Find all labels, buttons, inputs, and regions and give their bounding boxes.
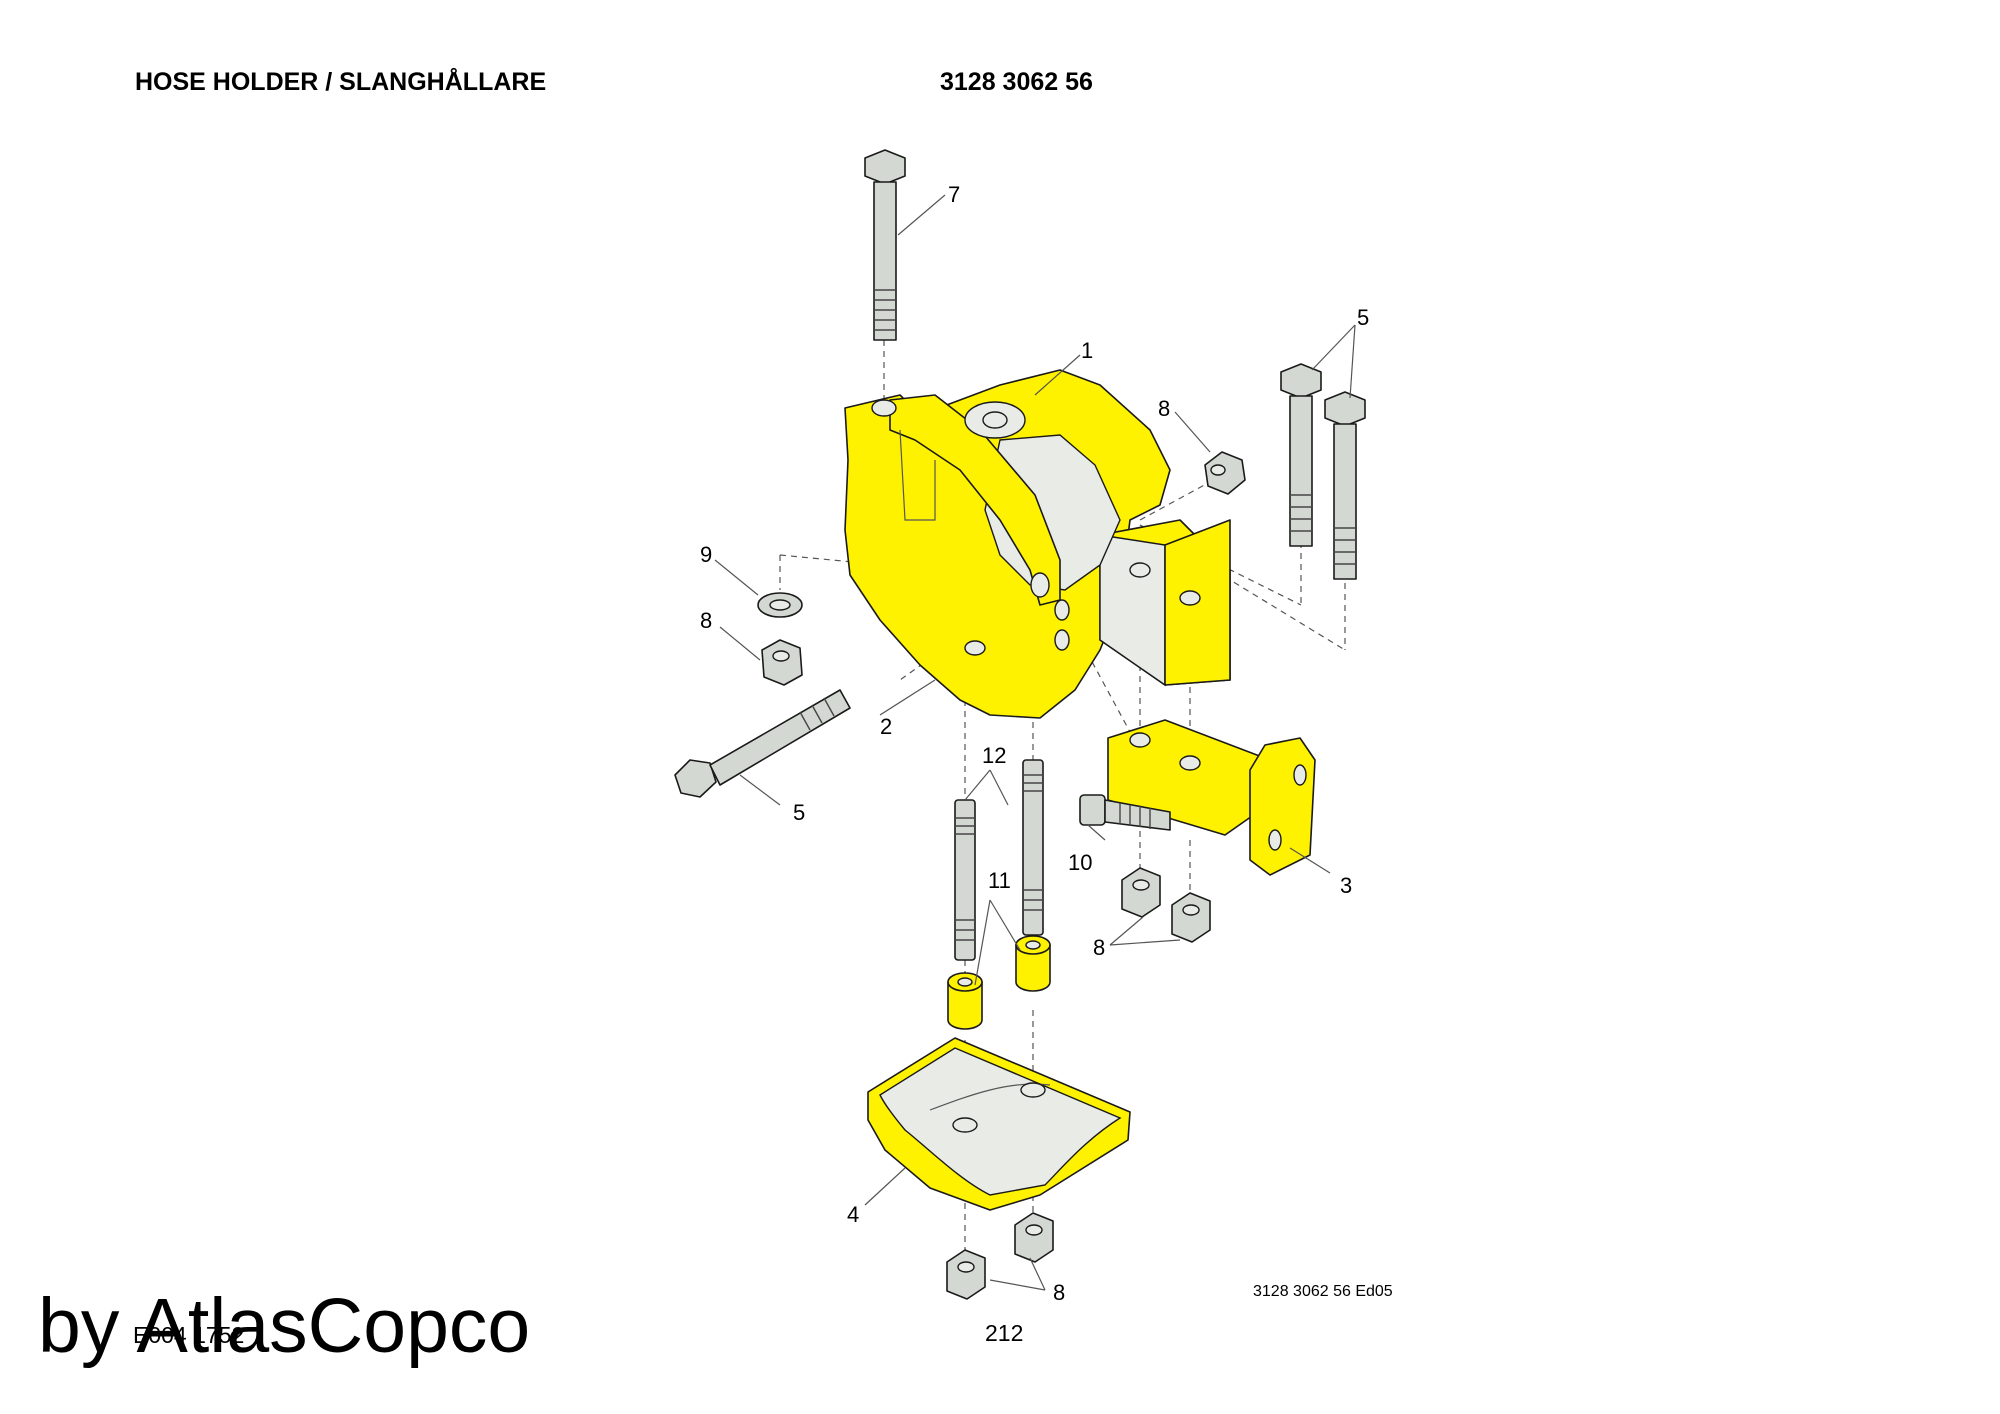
bracket-part-1-2: [844, 369, 1231, 719]
callout-7: 7: [948, 182, 960, 207]
bolt-part-7: [864, 149, 906, 341]
edition-label: 3128 3062 56 Ed05: [1253, 1283, 1393, 1300]
nut-part-8-left: [761, 639, 803, 686]
nuts-part-8-bottom: [946, 1212, 1054, 1300]
callout-3: 3: [1340, 873, 1352, 898]
clamp-part-4: [867, 1037, 1131, 1211]
callout-4: 4: [847, 1202, 859, 1227]
callout-2: 2: [880, 714, 892, 739]
watermark: by AtlasCopco: [38, 1283, 531, 1369]
callout-8-bottom: 8: [1053, 1280, 1065, 1305]
studs-part-12: [954, 759, 1044, 961]
leader-lines: [714, 194, 1356, 1291]
callout-10: 10: [1068, 850, 1092, 875]
callout-11: 11: [988, 868, 1011, 893]
callout-9: 9: [700, 542, 712, 567]
washer-part-9: [757, 592, 803, 618]
nut-part-8-upper: [1204, 451, 1246, 495]
callout-12: 12: [982, 743, 1006, 768]
screw-part-10: [1079, 794, 1171, 831]
part-number: 3128 3062 56: [940, 68, 1093, 96]
bolts-part-5-right: [1280, 363, 1366, 580]
callout-8-upper: 8: [1158, 396, 1170, 421]
nuts-part-8-middle: [1121, 867, 1211, 943]
spacers-part-11: [947, 935, 1051, 1030]
bolt-part-5-left: [674, 689, 851, 798]
callout-5-left: 5: [793, 800, 805, 825]
callout-8-left: 8: [700, 608, 712, 633]
callout-8-middle: 8: [1093, 935, 1105, 960]
drawing-title: HOSE HOLDER / SLANGHÅLLARE: [135, 68, 547, 96]
callout-5-right: 5: [1357, 305, 1369, 330]
callout-1: 1: [1081, 338, 1093, 363]
page-number: 212: [985, 1320, 1024, 1346]
mount-block-part-3: [1107, 719, 1316, 876]
drawing-reference: E004 1752: [133, 1322, 245, 1348]
